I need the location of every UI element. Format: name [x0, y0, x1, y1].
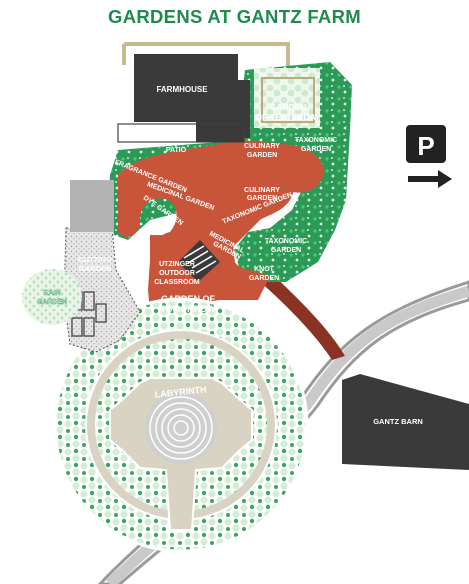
cutting-garden-label-2: GARDEN [79, 264, 112, 273]
rain-garden-label-2: GARDEN [37, 299, 67, 306]
taxonomic-garden-1-label-1: TAXONOMIC [295, 137, 337, 144]
taxonomic-garden-1-label-2: GARDEN [301, 146, 331, 153]
taxonomic-garden-3-label-2: GARDEN [271, 247, 301, 254]
cutting-garden-area [63, 227, 141, 353]
utzinger-label-2: OUTDOOR [159, 270, 195, 277]
utzinger-label-3: CLASSROOM [154, 279, 200, 286]
knot-garden-label-2: GARDEN [249, 275, 279, 282]
culinary-garden-2-label-1: CULINARY [244, 187, 280, 194]
parking-sign-icon [406, 125, 446, 163]
map-title: GARDENS AT GANTZ FARM [108, 6, 361, 27]
gantz-barn [342, 374, 469, 470]
driveway [258, 270, 345, 360]
rain-garden-label-1: RAIN [43, 290, 60, 297]
arrow-right-icon [408, 170, 452, 188]
utzinger-label-1: UTZINGER [159, 261, 195, 268]
patio-label: PATIO [166, 147, 187, 154]
farmhouse [134, 54, 250, 138]
culinary-garden-1-label-1: CULINARY [244, 143, 280, 150]
culinary-garden-1-label-2: GARDEN [247, 152, 277, 159]
garden-of-yesterday-label-1: GARDEN [270, 102, 307, 112]
taxonomic-garden-3-label-1: TAXONOMIC [265, 238, 307, 245]
fence [124, 42, 290, 70]
rain-garden-bed [22, 269, 82, 325]
outdoor-classroom-benches [178, 240, 220, 282]
garden-of-yesterday-label-2: OF YESTERDAY [255, 112, 321, 122]
gantz-barn-label: GANTZ BARN [373, 417, 423, 426]
culinary-garden-2-label-2: GARDEN [247, 195, 277, 202]
farmhouse-label: FARMHOUSE [156, 85, 208, 94]
garden-of-tomorrow-label-2: TOMORROW [160, 304, 216, 314]
garden-of-tomorrow-label-1: GARDEN OF [161, 294, 216, 304]
gray-structure [70, 180, 114, 232]
parking-label: P [417, 131, 434, 161]
cutting-garden-label-1: CUTTING [78, 255, 111, 264]
knot-garden-label-1: KNOT [254, 266, 275, 273]
